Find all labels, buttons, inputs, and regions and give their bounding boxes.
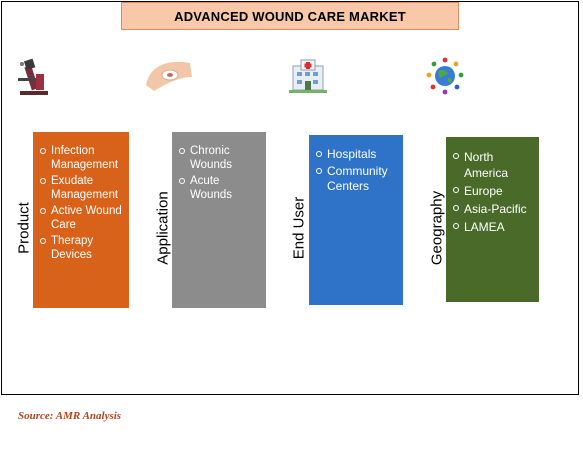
list-item: Therapy Devices <box>39 234 123 262</box>
segment-label-product: Product <box>15 202 33 254</box>
list-item: Chronic Wounds <box>178 144 260 172</box>
list-item: Community Centers <box>315 164 397 194</box>
list-item: Infection Management <box>39 144 123 172</box>
wound-bandage-icon <box>144 55 194 93</box>
segment-label-geography: Geography <box>428 190 446 266</box>
list-item: Hospitals <box>315 147 397 162</box>
diagram-title: ADVANCED WOUND CARE MARKET <box>121 2 459 30</box>
segment-box-application: Chronic Wounds Acute Wounds <box>172 132 266 308</box>
list-item: LAMEA <box>452 219 533 235</box>
list-item: Exudate Management <box>39 174 123 202</box>
source-note: Source: AMR Analysis <box>18 410 122 422</box>
microscope-icon <box>14 56 52 96</box>
list-item: North America <box>452 149 533 181</box>
segment-box-geography: North America Europe Asia-Pacific LAMEA <box>446 137 539 302</box>
list-item: Active Wound Care <box>39 204 123 232</box>
hospital-icon <box>289 56 327 94</box>
globe-people-icon <box>426 57 464 95</box>
list-item: Asia-Pacific <box>452 201 533 217</box>
segment-label-end-user: End User <box>290 196 308 260</box>
segment-box-product: Infection Management Exudate Management … <box>33 132 129 308</box>
list-item: Acute Wounds <box>178 174 260 202</box>
segment-label-application: Application <box>154 191 172 265</box>
list-item: Europe <box>452 183 533 199</box>
segment-box-end-user: Hospitals Community Centers <box>309 135 403 305</box>
